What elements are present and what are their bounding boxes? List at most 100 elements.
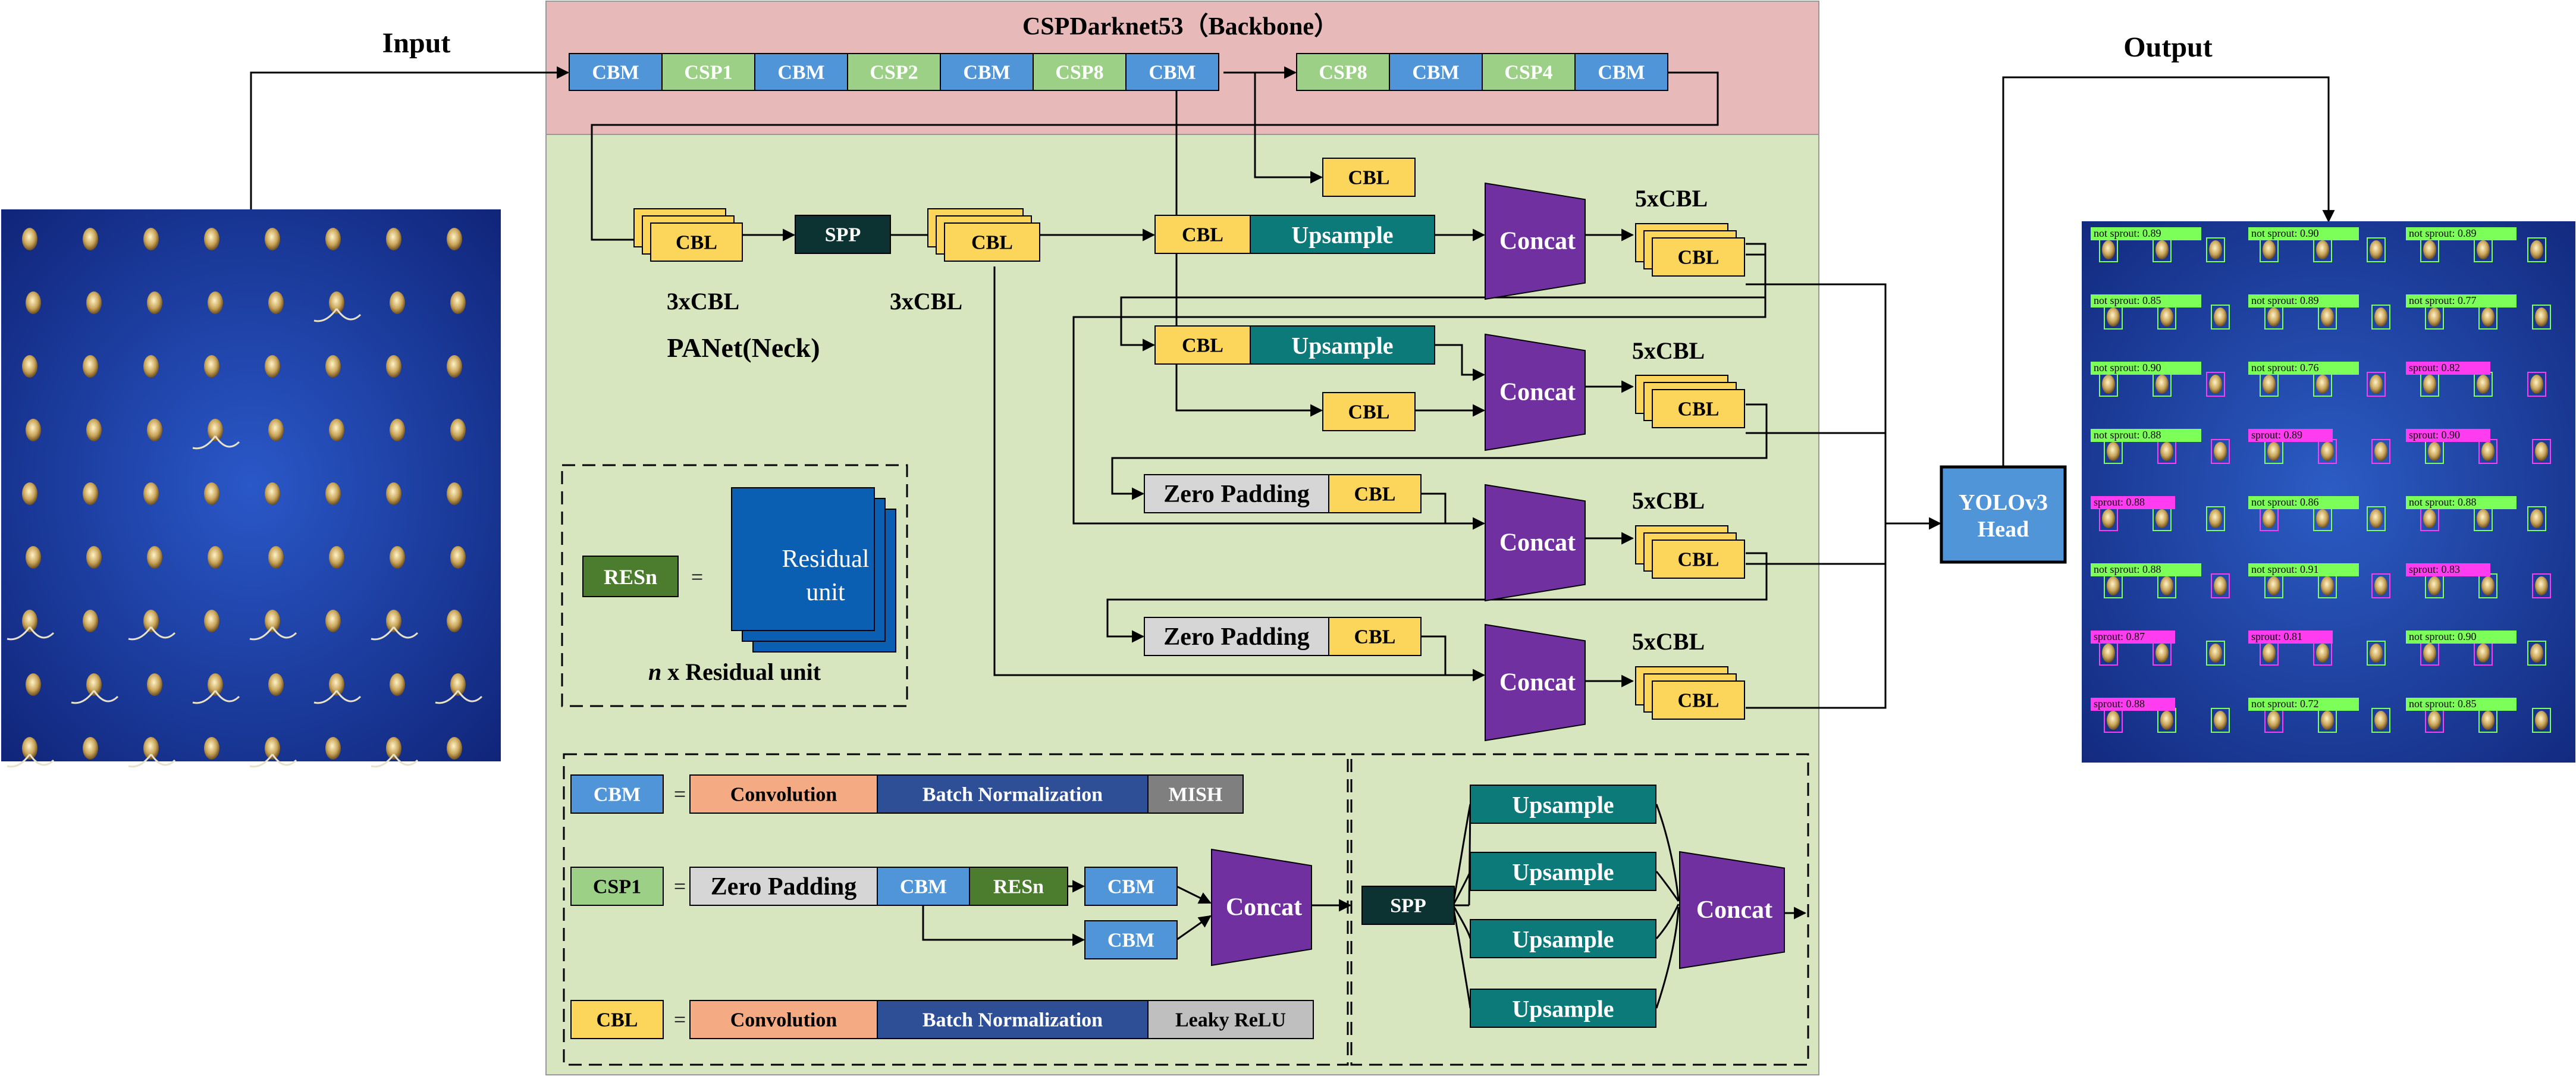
residual-unit-label-line2: unit (806, 579, 845, 606)
detection-label-bg (2248, 294, 2359, 308)
seed (386, 482, 401, 505)
concat-block-2-label: Concat (1499, 379, 1576, 406)
cbl-block-row4: CBL (1328, 617, 1422, 656)
detection-label-bg (2091, 631, 2175, 644)
output-seed (2263, 644, 2276, 663)
detection-label-2-2: not sprout: 0.89 (2248, 294, 2359, 308)
detection-label-3-1: not sprout: 0.90 (2091, 362, 2201, 375)
residual-caption-n: n (648, 658, 661, 685)
legend-spp-concat-label: Concat (1696, 896, 1772, 924)
detection-label-4-2: sprout: 0.89 (2248, 429, 2333, 442)
seed (83, 482, 98, 505)
five-cbl-stack-4: CBL (1635, 666, 1745, 720)
detection-label-5-3: not sprout: 0.88 (2406, 496, 2517, 509)
detection-label-bg (2248, 227, 2359, 240)
legend-cbm-name: CBM (570, 774, 664, 814)
backbone-block2-cbm-1-shape (1389, 53, 1483, 91)
detection-label-text: sprout: 0.87 (2094, 631, 2145, 642)
five-cbl-label-3: 5xCBL (1632, 487, 1705, 514)
output-seed (2316, 240, 2329, 259)
backbone-block2-cbm-1: CBM (1389, 53, 1483, 91)
output-seed (2374, 711, 2387, 730)
seed (204, 610, 219, 632)
detection-label-text: not sprout: 0.88 (2094, 429, 2161, 441)
legend-csp1-equals: = (674, 874, 686, 898)
legend-cbl-convolution: Convolution (689, 1000, 878, 1039)
output-seed (2530, 509, 2543, 528)
detection-label-text: not sprout: 0.86 (2251, 496, 2319, 508)
detection-label-7-1: sprout: 0.87 (2091, 631, 2175, 644)
spp-block: SPP (795, 215, 891, 254)
detection-label-text: not sprout: 0.90 (2251, 227, 2319, 239)
detection-label-text: sprout: 0.82 (2409, 362, 2460, 374)
backbone-block2-csp4-2-shape (1482, 53, 1576, 91)
seed (450, 419, 466, 441)
backbone-block2-csp8-0: CSP8 (1296, 53, 1390, 91)
detection-box (2206, 237, 2225, 262)
seed (208, 291, 223, 314)
output-seed (2160, 442, 2173, 461)
backbone-block2-csp8-0-label: CSP8 (1319, 62, 1367, 84)
legend-spp-concat: Concat (1679, 851, 1785, 970)
detection-label-text: sprout: 0.89 (2251, 429, 2302, 441)
legend-cbl-name-shape (570, 1000, 664, 1039)
legend-csp1-cbm-bottom-shape (1084, 920, 1178, 959)
sprout-root (249, 754, 297, 768)
spp-block-label: SPP (825, 224, 861, 246)
cbl-block-row2b-shape (1322, 392, 1416, 431)
concat-block-1-label: Concat (1499, 228, 1576, 255)
upsample-block-row2-label: Upsample (1291, 333, 1393, 359)
detection-label-bg (2248, 496, 2359, 509)
residual-unit-layer (731, 487, 875, 631)
legend-spp-upsample-2-label: Upsample (1512, 859, 1614, 886)
seed (208, 546, 223, 569)
detection-label-text: sprout: 0.90 (2409, 429, 2460, 441)
backbone-block-csp8-5-label: CSP8 (1055, 62, 1103, 84)
seed (143, 355, 159, 378)
seed (86, 291, 102, 314)
resn-block: RESn (582, 556, 679, 597)
seed (204, 355, 219, 378)
legend-cbl-batch-norm-label: Batch Normalization (923, 1009, 1103, 1031)
seed (147, 546, 162, 569)
backbone-block2-csp4-2-label: CSP4 (1504, 62, 1552, 84)
upsample-block-row1: Upsample (1250, 215, 1435, 254)
legend-spp-upsample-4-shape (1470, 989, 1656, 1028)
legend-csp1-name: CSP1 (570, 867, 664, 906)
backbone-block-csp1-1: CSP1 (661, 53, 755, 91)
five-cbl-stack-3: CBL (1635, 525, 1745, 579)
cbl-block-row2-shape (1154, 325, 1251, 365)
seed (447, 737, 462, 760)
output-seed (2370, 240, 2383, 259)
output-seed (2155, 509, 2169, 528)
seed (26, 546, 41, 569)
legend-csp1-zero-padding: Zero Padding (689, 867, 878, 906)
seed (390, 673, 405, 696)
cbl-block-top-label: CBL (1348, 167, 1390, 189)
detection-label-text: not sprout: 0.85 (2094, 294, 2161, 306)
output-seed (2321, 576, 2334, 595)
concat-block-4: Concat (1485, 623, 1586, 742)
three-cbl-stack-1-layer (650, 222, 743, 262)
output-seed (2535, 711, 2548, 730)
seed (22, 355, 37, 378)
detection-label-4-3: sprout: 0.90 (2406, 429, 2490, 442)
legend-csp1-zero-padding-shape (689, 867, 878, 906)
detection-label-6-3: sprout: 0.83 (2406, 563, 2490, 576)
seed (325, 482, 341, 505)
detection-box (2206, 506, 2225, 531)
seed (386, 737, 401, 760)
detection-label-text: not sprout: 0.88 (2409, 496, 2477, 508)
output-seed (2102, 240, 2115, 259)
seed (22, 737, 37, 760)
detection-label-bg (2248, 362, 2359, 375)
res-legend-box (561, 464, 908, 707)
detection-label-5-1: sprout: 0.88 (2091, 496, 2175, 509)
cbl-block-row2b-label: CBL (1348, 402, 1390, 424)
seed (329, 673, 344, 696)
legend-csp1-name-label: CSP1 (593, 876, 641, 898)
detection-label-text: not sprout: 0.85 (2409, 698, 2477, 710)
output-seed (2102, 644, 2115, 663)
